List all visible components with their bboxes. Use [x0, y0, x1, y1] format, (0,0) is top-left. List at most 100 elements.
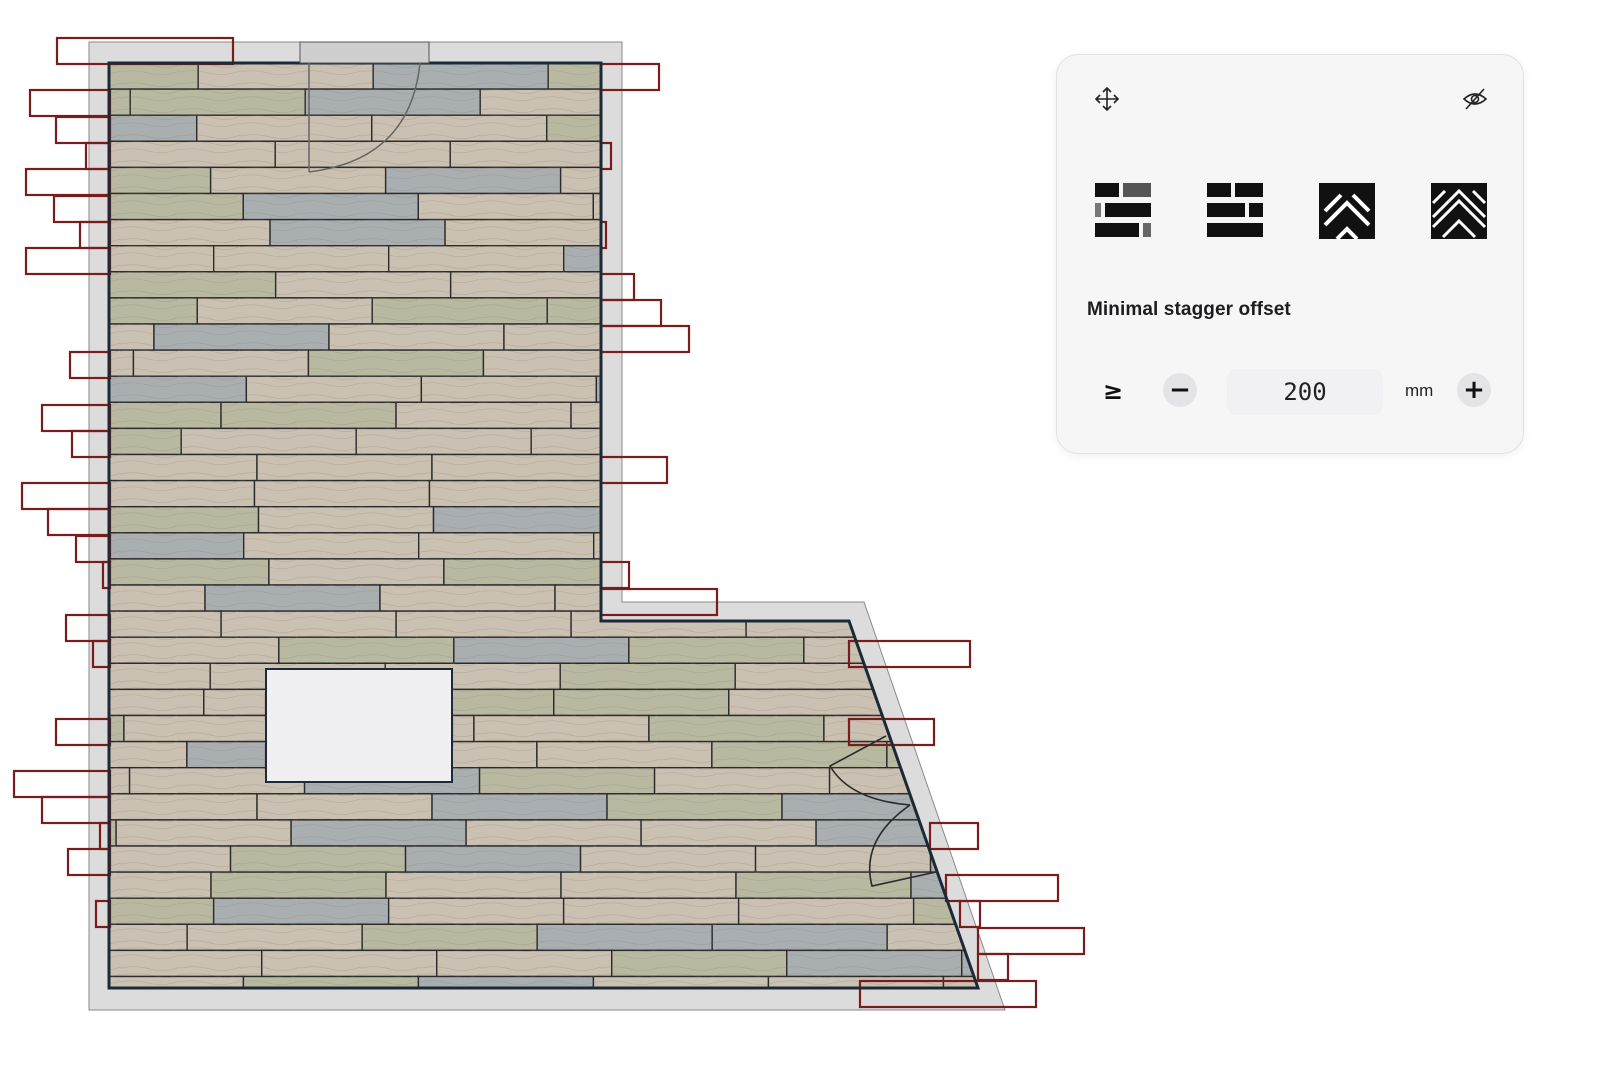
stagger-offset-input[interactable]	[1227, 369, 1383, 415]
plank	[799, 271, 977, 299]
plank-grain	[109, 115, 197, 142]
plank-grain	[771, 376, 947, 403]
plank-grain	[548, 63, 724, 90]
plank	[595, 375, 773, 404]
plank-grain	[736, 872, 912, 899]
plank-grain	[261, 950, 437, 977]
overflow-plank-outline	[858, 979, 1038, 1009]
plank	[999, 716, 1100, 742]
room-boundary	[107, 61, 981, 990]
plank-grain	[362, 924, 538, 951]
plank-grain	[483, 350, 659, 377]
staggered-random-pattern-icon[interactable]	[1091, 179, 1155, 243]
plank-grain	[109, 924, 188, 951]
plank-grain	[560, 167, 736, 194]
plank-grain	[230, 846, 406, 873]
plank-grain	[278, 637, 454, 664]
plank	[737, 244, 915, 273]
plank-grain	[768, 193, 944, 220]
plank	[721, 297, 898, 325]
move-arrows-icon[interactable]	[1089, 81, 1125, 117]
plank-grain	[466, 819, 642, 846]
overflow-plank-outline	[958, 899, 982, 929]
plank-grain	[608, 506, 784, 533]
plank-grain	[546, 115, 722, 142]
plank-grain	[256, 454, 432, 481]
plank	[618, 558, 795, 586]
plank-grain	[196, 115, 372, 142]
plank-grain	[536, 741, 712, 768]
plank	[991, 820, 1100, 846]
plank	[956, 793, 978, 821]
plank-grain	[921, 611, 978, 638]
decrement-button[interactable]: −	[1163, 373, 1197, 407]
plank-grain	[999, 716, 1100, 742]
plank-grain	[109, 819, 117, 846]
plank-grain	[445, 219, 621, 246]
plank-grain	[625, 141, 801, 168]
plank	[896, 114, 978, 142]
plank	[721, 114, 898, 142]
plank-grain	[109, 872, 212, 899]
plank-grain	[830, 89, 978, 116]
plank-grain	[607, 793, 783, 820]
plank-grain	[625, 271, 801, 298]
plank-grain	[738, 898, 914, 925]
plank-grain	[903, 689, 978, 716]
brick-pattern-icon[interactable]	[1203, 179, 1267, 243]
plank-grain	[246, 376, 422, 403]
plank-grain	[722, 297, 898, 324]
increment-button[interactable]: +	[1457, 373, 1491, 407]
plank-grain	[768, 976, 944, 988]
plank-grain	[913, 898, 978, 925]
plank-grain	[213, 245, 389, 272]
plank-grain	[881, 428, 978, 455]
plank	[920, 610, 978, 638]
plank-grain	[109, 558, 269, 585]
herringbone-pattern-icon[interactable]	[1315, 179, 1379, 243]
plank-grain	[109, 324, 154, 351]
plank-grain	[738, 245, 914, 272]
plank-grain	[197, 297, 373, 324]
greater-equal-sign: ≥	[1103, 377, 1124, 405]
plank-grain	[109, 350, 134, 377]
pattern-selector	[1091, 179, 1491, 243]
plank-grain	[418, 193, 594, 220]
plank-grain	[654, 767, 830, 794]
double-herringbone-pattern-icon[interactable]	[1427, 179, 1491, 243]
plank-grain	[221, 402, 397, 429]
plank-grain	[373, 63, 549, 90]
plank-grain	[958, 506, 978, 533]
plank-grain	[133, 350, 309, 377]
plank	[942, 532, 978, 560]
plank-grain	[109, 976, 244, 988]
plank-grain	[897, 297, 978, 324]
eye-off-icon[interactable]	[1457, 81, 1493, 117]
plank	[979, 637, 1100, 663]
plank	[705, 427, 882, 456]
minus-icon: −	[1169, 375, 1191, 405]
top-door-opening	[299, 41, 430, 64]
plank	[880, 427, 978, 456]
plank-grain	[480, 89, 656, 116]
plank-grain	[655, 89, 831, 116]
plank-grain	[721, 115, 897, 142]
plank-grain	[181, 428, 357, 455]
plank-grain	[109, 167, 211, 194]
plank-grain	[783, 506, 959, 533]
plank-grain	[109, 63, 199, 90]
plank-grain	[372, 297, 548, 324]
plank	[722, 63, 899, 90]
plank-grain	[658, 350, 834, 377]
plank-grain	[479, 767, 655, 794]
plank-grain	[385, 167, 561, 194]
plank-grain	[109, 506, 259, 533]
plank-grain	[957, 793, 978, 820]
plus-icon: +	[1463, 375, 1485, 405]
plank-grain	[896, 115, 978, 142]
plank-grain	[755, 846, 931, 873]
plank-grain	[735, 167, 911, 194]
floor-plan[interactable]	[0, 0, 1100, 1067]
plank-grain	[109, 950, 262, 977]
